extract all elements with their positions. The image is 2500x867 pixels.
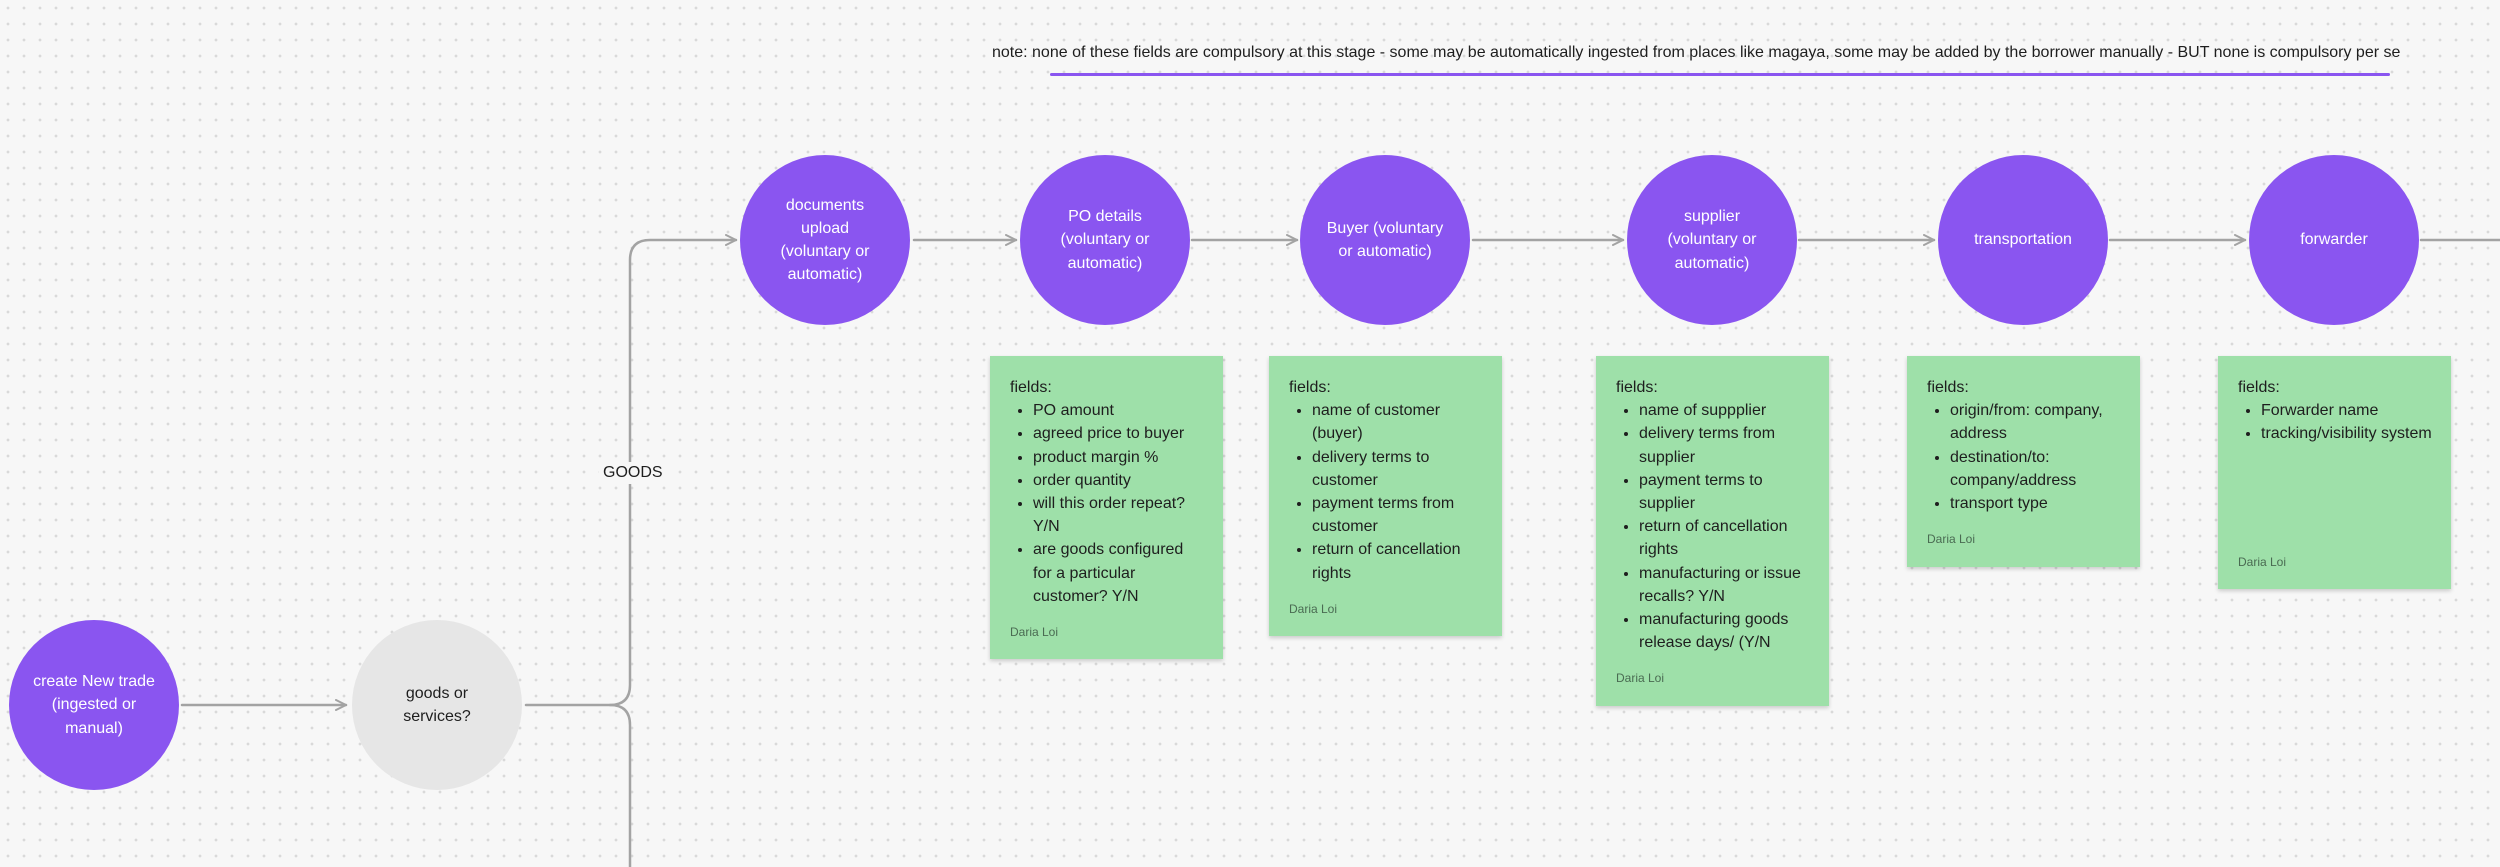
sticky-supplier-heading: fields: bbox=[1616, 379, 1658, 396]
sticky-transportation-author: Daria Loi bbox=[1927, 532, 1976, 547]
sticky-forwarder-fields[interactable]: fields: Forwarder name tracking/visibili… bbox=[2218, 356, 2451, 589]
list-item: PO amount bbox=[1033, 399, 1205, 422]
sticky-supplier-author: Daria Loi bbox=[1616, 671, 1665, 686]
sticky-po-heading: fields: bbox=[1010, 379, 1052, 396]
node-buyer[interactable]: Buyer (voluntary or automatic) bbox=[1300, 155, 1470, 325]
sticky-supplier-list: name of suppplier delivery terms from su… bbox=[1616, 399, 1811, 654]
node-forwarder-label: forwarder bbox=[2300, 231, 2368, 249]
node-supplier[interactable]: supplier (voluntary or automatic) bbox=[1627, 155, 1797, 325]
node-forwarder[interactable]: forwarder bbox=[2249, 155, 2419, 325]
sticky-forwarder-list: Forwarder name tracking/visibility syste… bbox=[2238, 399, 2433, 445]
list-item: origin/from: company, address bbox=[1950, 399, 2122, 445]
sticky-forwarder-author: Daria Loi bbox=[2238, 554, 2287, 569]
node-create-trade-label: create New trade (ingested or manual) bbox=[33, 673, 155, 737]
list-item: transport type bbox=[1950, 492, 2122, 515]
node-po-details-label: PO details (voluntary or automatic) bbox=[1060, 208, 1150, 272]
sticky-po-fields[interactable]: fields: PO amount agreed price to buyer … bbox=[990, 356, 1223, 660]
list-item: Forwarder name bbox=[2261, 399, 2433, 422]
list-item: will this order repeat? Y/N bbox=[1033, 492, 1205, 538]
sticky-buyer-list: name of customer (buyer) delivery terms … bbox=[1289, 399, 1484, 585]
list-item: delivery terms from supplier bbox=[1639, 422, 1811, 468]
sticky-supplier-fields[interactable]: fields: name of suppplier delivery terms… bbox=[1596, 356, 1829, 706]
note-text: note: none of these fields are compulsor… bbox=[992, 44, 2401, 61]
list-item: return of cancellation rights bbox=[1312, 538, 1484, 584]
node-goods-or-services-label: goods or services? bbox=[403, 684, 471, 725]
list-item: manufacturing or issue recalls? Y/N bbox=[1639, 562, 1811, 608]
node-po-details[interactable]: PO details (voluntary or automatic) bbox=[1020, 155, 1190, 325]
sticky-transportation-list: origin/from: company, address destinatio… bbox=[1927, 399, 2122, 515]
sticky-po-list: PO amount agreed price to buyer product … bbox=[1010, 399, 1205, 608]
node-buyer-label: Buyer (voluntary or automatic) bbox=[1326, 219, 1444, 260]
sticky-buyer-fields[interactable]: fields: name of customer (buyer) deliver… bbox=[1269, 356, 1502, 637]
list-item: tracking/visibility system bbox=[2261, 422, 2433, 445]
list-item: delivery terms to customer bbox=[1312, 446, 1484, 492]
node-supplier-label: supplier (voluntary or automatic) bbox=[1667, 208, 1757, 272]
edge-label-goods: GOODS bbox=[599, 462, 667, 484]
list-item: product margin % bbox=[1033, 446, 1205, 469]
sticky-buyer-heading: fields: bbox=[1289, 379, 1331, 396]
list-item: name of customer (buyer) bbox=[1312, 399, 1484, 445]
connector-decision-to-services bbox=[608, 703, 632, 867]
note-underline bbox=[1050, 73, 2390, 76]
list-item: agreed price to buyer bbox=[1033, 422, 1205, 445]
list-item: payment terms to supplier bbox=[1639, 469, 1811, 515]
list-item: are goods configured for a particular cu… bbox=[1033, 538, 1205, 608]
list-item: manufacturing goods release days/ (Y/N bbox=[1639, 608, 1811, 654]
sticky-transportation-heading: fields: bbox=[1927, 379, 1969, 396]
node-transportation[interactable]: transportation bbox=[1938, 155, 2108, 325]
node-transportation-label: transportation bbox=[1974, 231, 2072, 249]
sticky-forwarder-heading: fields: bbox=[2238, 379, 2280, 396]
list-item: payment terms from customer bbox=[1312, 492, 1484, 538]
node-create-trade[interactable]: create New trade (ingested or manual) bbox=[9, 620, 179, 790]
list-item: destination/to: company/address bbox=[1950, 446, 2122, 492]
sticky-buyer-author: Daria Loi bbox=[1289, 601, 1338, 616]
list-item: order quantity bbox=[1033, 469, 1205, 492]
node-documents-upload-label: documents upload (voluntary or automatic… bbox=[780, 196, 870, 284]
sticky-transportation-fields[interactable]: fields: origin/from: company, address de… bbox=[1907, 356, 2140, 567]
sticky-po-author: Daria Loi bbox=[1010, 624, 1059, 639]
list-item: return of cancellation rights bbox=[1639, 515, 1811, 561]
node-goods-or-services[interactable]: goods or services? bbox=[352, 620, 522, 790]
list-item: name of suppplier bbox=[1639, 399, 1811, 422]
node-documents-upload[interactable]: documents upload (voluntary or automatic… bbox=[740, 155, 910, 325]
